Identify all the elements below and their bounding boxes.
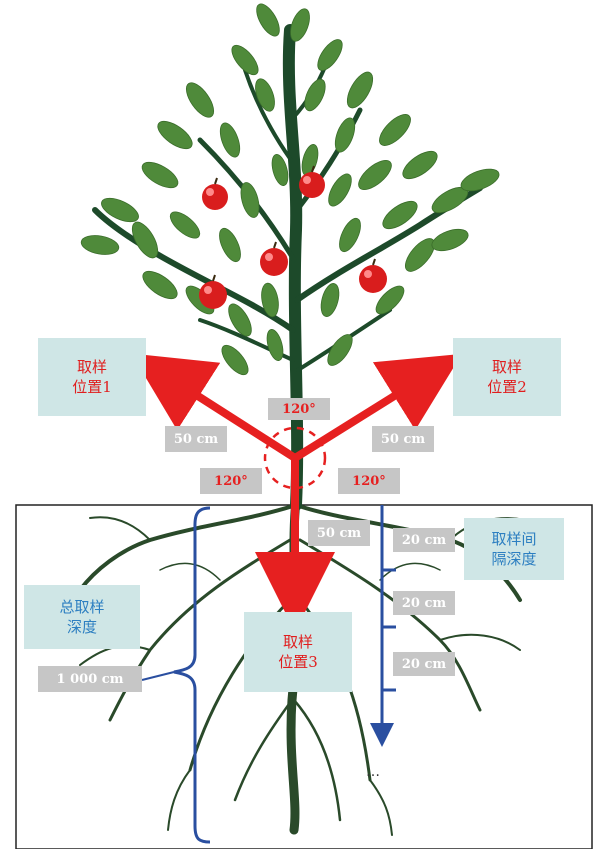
distance-down-label: 50 cm [308, 520, 370, 546]
angle-top-label: 120° [268, 398, 330, 420]
position-1-line-2: 位置1 [72, 377, 112, 397]
continuation-dots: … [366, 764, 381, 780]
total-depth-value: 1 000 cm [38, 666, 142, 692]
position-1-line-1: 取样 [72, 357, 112, 377]
apple [359, 259, 387, 293]
total-depth-label: 总取样深度 [24, 585, 140, 649]
sampling-position-3: 取样位置3 [244, 612, 352, 692]
angle-right-label: 120° [338, 468, 400, 494]
distance-right-label: 50 cm [372, 426, 434, 452]
position-3-line-1: 取样 [278, 632, 318, 652]
distance-left-label: 50 cm [165, 426, 227, 452]
interval-step-3: 20 cm [393, 652, 455, 676]
total-depth-bracket [174, 508, 210, 842]
position-2-line-1: 取样 [487, 357, 527, 377]
apple [202, 178, 228, 210]
bracket-pointer [142, 672, 174, 680]
total-depth-line-2: 深度 [59, 617, 104, 637]
position-2-line-2: 位置2 [487, 377, 527, 397]
interval-depth-label: 取样间隔深度 [464, 518, 564, 580]
total-depth-line-1: 总取样 [59, 597, 104, 617]
interval-step-2: 20 cm [393, 591, 455, 615]
angle-left-label: 120° [200, 468, 262, 494]
position-3-line-2: 位置3 [278, 652, 318, 672]
sampling-position-1: 取样位置1 [38, 338, 146, 416]
interval-line-2: 隔深度 [491, 549, 536, 569]
interval-step-1: 20 cm [393, 528, 455, 552]
sampling-position-2: 取样位置2 [453, 338, 561, 416]
interval-line-1: 取样间 [491, 529, 536, 549]
